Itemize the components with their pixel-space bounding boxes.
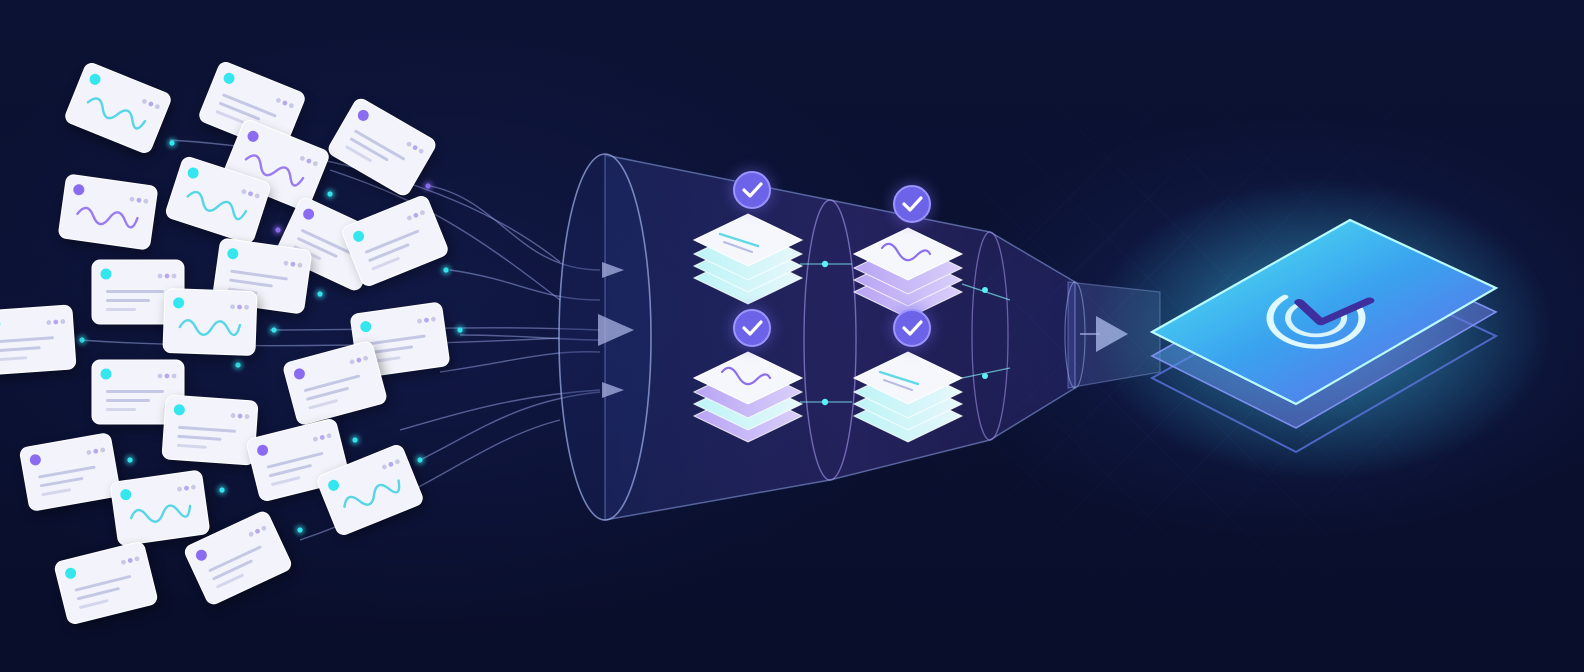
checkmark-badge-icon [890, 182, 934, 226]
document-card-icon [19, 433, 124, 515]
output-layer-top [1149, 218, 1499, 406]
document-card-icon [199, 62, 306, 158]
funnel-stage-divider-2 [971, 231, 1009, 441]
document-card-icon [184, 511, 296, 608]
document-card-icon [110, 470, 213, 550]
document-card-icon [328, 98, 436, 201]
output-verified-card [1092, 180, 1552, 480]
document-card-icon [54, 542, 161, 628]
arrow-icon [598, 314, 634, 346]
document-card-icon [283, 341, 391, 429]
flow-dots [77, 138, 465, 565]
document-card-icon [342, 196, 452, 289]
document-stack [692, 168, 804, 305]
document-card-icon [162, 288, 260, 361]
funnel-icon [558, 153, 1161, 521]
document-card-icon [58, 174, 160, 255]
document-card-icon [161, 394, 261, 470]
entry-arrows [598, 262, 634, 398]
document-stack [692, 306, 804, 443]
document-stack [852, 182, 964, 319]
funnel-stage-divider-1 [803, 199, 857, 481]
document-card-icon [317, 445, 427, 538]
arrow-icon [602, 262, 624, 278]
document-card-icon [0, 304, 79, 380]
funnel-stacks [692, 168, 964, 443]
document-stack [852, 306, 964, 443]
arrow-icon [602, 382, 624, 398]
document-card-icon [165, 156, 271, 249]
checkmark-badge-icon [730, 168, 774, 212]
checkmark-badge-icon [890, 306, 934, 350]
document-card-icon [65, 63, 172, 159]
checkmark-badge-icon [730, 306, 774, 350]
verified-checkmark-icon [1266, 287, 1375, 349]
connector-dots [821, 260, 988, 406]
document-card-icon [91, 359, 187, 429]
input-cards [0, 62, 453, 628]
